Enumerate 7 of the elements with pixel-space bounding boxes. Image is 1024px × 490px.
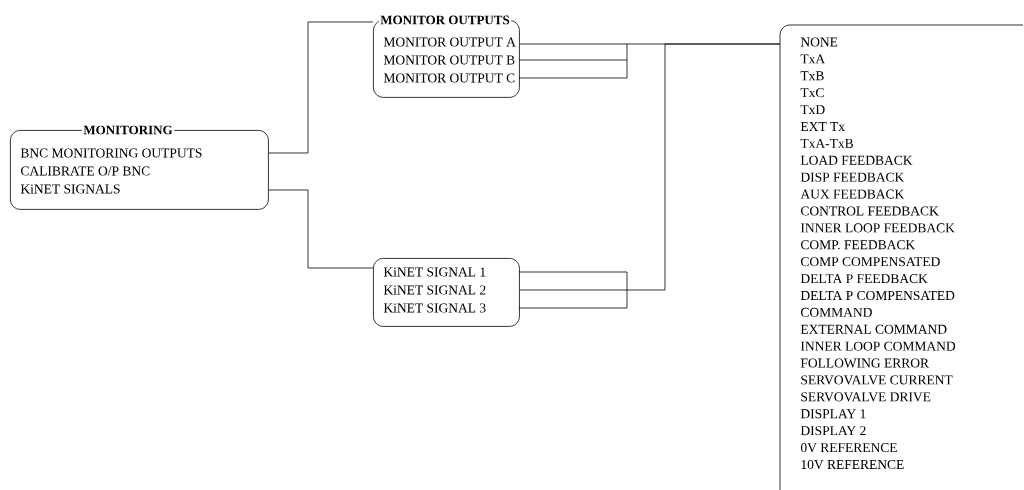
menu-box: KiNET SIGNAL 1 KiNET SIGNAL 2 KiNET SIGNAL 3 xyxy=(373,258,520,327)
signal-list-box: NONE TxA TxB TxC TxD EXT Tx TxA-TxB LOAD FEEDBACK DISP FEEDBACK AUX FEEDBACK CONTROL FEEDBACK INNER LOOP FEEDBACK COMP. FEEDBACK COMP COMPENSATED DELTA P FEEDBACK DELTA P COMPENSATED COMMAND EXTERNAL COMMAND INNER LOOP COMMAND FOLLOWING ERROR SERVOVALVE CURRENT SERVOVALVE DRIVE DISPLAY 1 DISPLAY 2 0V REFERENCE 10V REFERENCE xyxy=(779,24,1024,490)
connector-line xyxy=(268,21,374,154)
connector-line xyxy=(268,189,374,269)
menu-box: MONITORING BNC MONITORING OUTPUTS CALIBRATE O/P BNC KiNET SIGNALS xyxy=(10,124,269,210)
menu-box: MONITOR OUTPUTS MONITOR OUTPUT A MONITOR OUTPUT B MONITOR OUTPUT C xyxy=(373,14,520,98)
connector-line xyxy=(519,43,781,291)
